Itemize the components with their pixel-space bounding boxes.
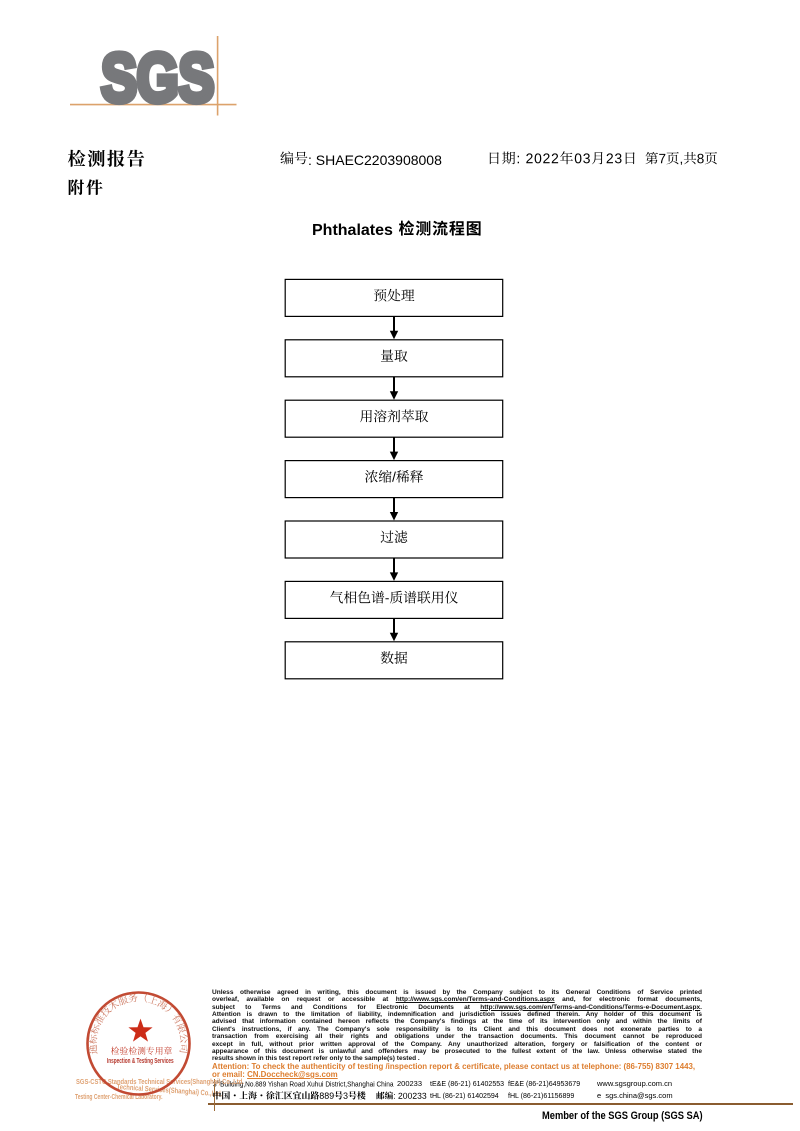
- svg-text:SGS: SGS: [101, 40, 214, 117]
